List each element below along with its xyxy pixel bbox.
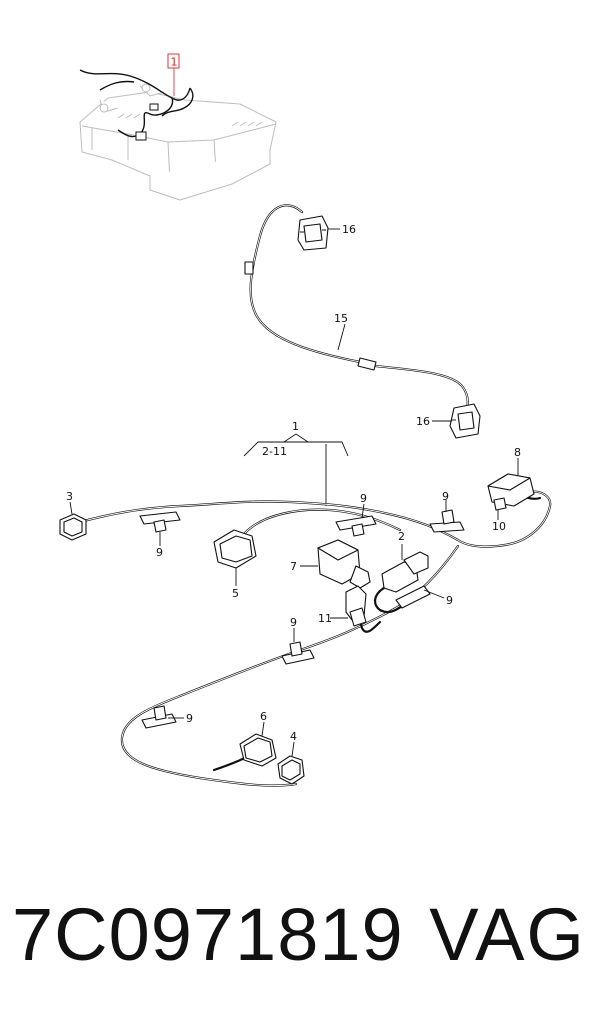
- harness-callout-bracket: 1 2-11: [243, 420, 349, 506]
- main-wiring-harness: [78, 490, 552, 787]
- connector-3: 3: [59, 490, 87, 541]
- callout-6: 6: [260, 710, 267, 723]
- brand-label: VAG: [429, 893, 586, 976]
- vehicle-overview-illustration: 1: [79, 53, 277, 201]
- callout-harness-1: 1: [292, 420, 299, 433]
- clip-9-left: 9: [139, 511, 181, 559]
- callout-9-lower-right: 9: [446, 594, 453, 607]
- callout-7: 7: [290, 560, 297, 573]
- connector-4: 4: [277, 730, 305, 785]
- sensor-2: 2: [381, 530, 429, 593]
- clip-9-mid: 9: [281, 616, 315, 665]
- footer: 7C0971819 VAG: [0, 880, 600, 990]
- callout-16-bottom: 16: [416, 415, 430, 428]
- callout-5: 5: [232, 587, 239, 600]
- clip-9-center: 9: [335, 492, 377, 537]
- part-number: 7C0971819: [12, 893, 404, 976]
- callout-9-center: 9: [360, 492, 367, 505]
- connector-11: 11: [318, 585, 367, 627]
- connector-5: 5: [213, 529, 257, 600]
- parts-diagram: 1 16 15 16 1 2-11: [59, 53, 552, 787]
- ref-1-box: [167, 53, 180, 69]
- connector-6: 6: [239, 710, 277, 767]
- cable-15-assembly: 16 15 16: [244, 204, 481, 439]
- connector-16-bottom: [449, 403, 481, 439]
- callout-ref-1: 1: [171, 56, 178, 69]
- connector-7: 7: [290, 539, 371, 589]
- callout-9-right: 9: [442, 490, 449, 503]
- callout-2: 2: [398, 530, 405, 543]
- connector-8: 8: [487, 446, 535, 507]
- clip-9-right: 9: [429, 490, 465, 533]
- callout-11: 11: [318, 612, 332, 625]
- clip-9-lower-left: 9: [141, 705, 193, 729]
- callout-8: 8: [514, 446, 521, 459]
- callout-4: 4: [290, 730, 297, 743]
- connector-16-top: [297, 215, 329, 251]
- part-10: 10: [492, 497, 507, 533]
- callout-3: 3: [66, 490, 73, 503]
- callout-9-mid: 9: [290, 616, 297, 629]
- callout-9-left: 9: [156, 546, 163, 559]
- callout-10: 10: [492, 520, 506, 533]
- callout-9-lower-left: 9: [186, 712, 193, 725]
- callout-16-top: 16: [342, 223, 356, 236]
- callout-harness-range: 2-11: [262, 445, 287, 458]
- clip-9-lower-right: 9: [395, 585, 453, 609]
- callout-15: 15: [334, 312, 348, 325]
